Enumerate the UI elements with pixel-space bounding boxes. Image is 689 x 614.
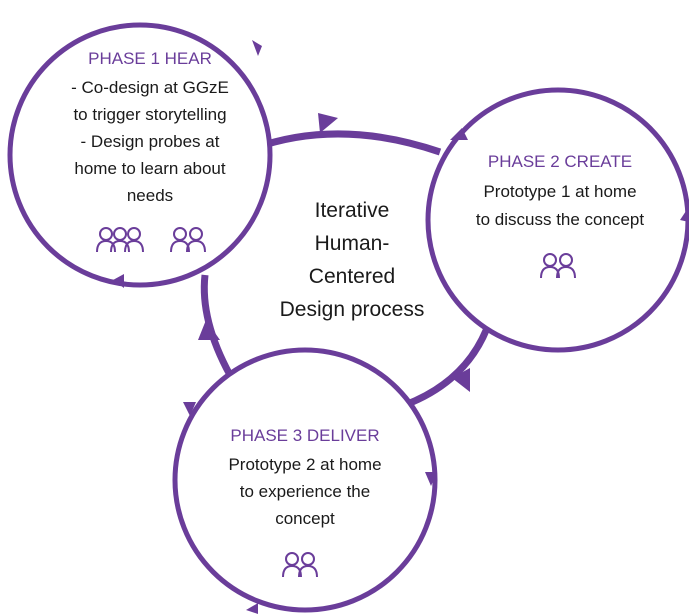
center-label: Iterative Human- Centered Design process (280, 199, 425, 321)
phase-1-arrowhead-top (252, 40, 262, 56)
center-line-2: Human- (315, 232, 390, 255)
phase-2-arrowhead-right (680, 208, 689, 222)
phase-1-arrowhead-bottom (113, 274, 124, 288)
phase-1-node: PHASE 1 HEAR - Co-design at GGzE to trig… (7, 22, 273, 288)
phase-3-title: PHASE 3 DELIVER (230, 426, 379, 445)
phase-2-line-1: Prototype 1 at home (483, 182, 636, 201)
center-line-1: Iterative (315, 199, 390, 222)
center-line-4: Design process (280, 298, 425, 321)
phase-3-line-1: Prototype 2 at home (228, 455, 381, 474)
connector-arc-3-1 (200, 274, 234, 377)
connector-arc-1-2 (253, 130, 442, 156)
phase-1-line-4: home to learn about (74, 159, 225, 178)
phase-2-title: PHASE 2 CREATE (488, 152, 632, 171)
phase-2-node: PHASE 2 CREATE Prototype 1 at home to di… (425, 87, 689, 353)
phase-3-arrowhead-bottom (246, 603, 258, 614)
phase-3-arrowhead-right (425, 472, 437, 486)
phase-3-node: PHASE 3 DELIVER Prototype 2 at home to e… (172, 347, 438, 614)
arrowhead-1-2 (318, 113, 338, 133)
phase-1-line-2: to trigger storytelling (73, 105, 226, 124)
phase-1-line-1: - Co-design at GGzE (71, 78, 229, 97)
phase-1-line-3: - Design probes at (81, 132, 220, 151)
connector-arc-2-3 (403, 318, 494, 409)
phase-3-line-3: concept (275, 509, 335, 528)
center-line-3: Centered (309, 265, 395, 288)
arrowhead-2-3 (452, 368, 470, 392)
phase-2-arrowhead-top (450, 128, 468, 140)
arrowhead-3-1 (198, 320, 220, 340)
phase-1-line-5: needs (127, 186, 173, 205)
phase-3-arrowhead-left (183, 402, 196, 416)
phase-2-line-2: to discuss the concept (476, 210, 644, 229)
phase-3-line-2: to experience the (240, 482, 370, 501)
phase-1-title: PHASE 1 HEAR (88, 49, 212, 68)
